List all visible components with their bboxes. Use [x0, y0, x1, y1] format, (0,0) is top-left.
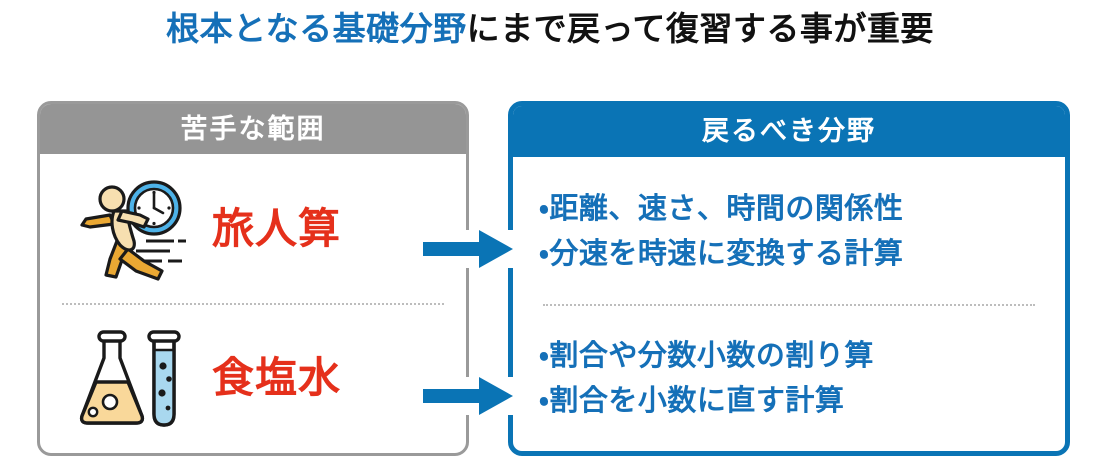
target-fields-header: 戻るべき分野: [513, 106, 1065, 157]
weak-areas-body: 旅人算: [40, 154, 466, 452]
arrow-saltwater-to-fields: [423, 375, 513, 417]
comparison-diagram: 苦手な範囲: [0, 101, 1100, 461]
fields-panel-divider: [543, 304, 1035, 306]
page-title-plain: にまで戻って復習する事が重要: [466, 9, 934, 48]
page-title: 根本となる基礎分野にまで戻って復習する事が重要: [0, 8, 1100, 49]
field-group-traveler: ・距離、速さ、時間の関係性 ・分速を時速に変換する計算: [513, 157, 1065, 304]
field-line-item: ・距離、速さ、時間の関係性: [539, 190, 904, 225]
target-fields-panel: 戻るべき分野 ・距離、速さ、時間の関係性 ・分速を時速に変換する計算 ・割合や分…: [508, 101, 1070, 456]
weak-areas-panel: 苦手な範囲: [37, 101, 469, 456]
weak-label-saltwater: 食塩水: [212, 352, 342, 402]
weak-row-traveler: 旅人算: [40, 154, 466, 303]
weak-panel-divider: [62, 303, 444, 305]
weak-areas-header-label: 苦手な範囲: [180, 113, 326, 145]
field-line-item: ・割合や分数小数の割り算: [539, 337, 874, 372]
field-line-item: ・割合を小数に直す計算: [539, 382, 845, 417]
target-fields-header-label: 戻るべき分野: [702, 116, 876, 147]
running-person-clock-icon: [70, 175, 190, 283]
target-fields-body: ・距離、速さ、時間の関係性 ・分速を時速に変換する計算 ・割合や分数小数の割り算…: [513, 157, 1065, 451]
weak-areas-header: 苦手な範囲: [40, 104, 466, 154]
field-group-saltwater: ・割合や分数小数の割り算 ・割合を小数に直す計算: [513, 304, 1065, 451]
arrow-traveler-to-fields: [423, 228, 513, 270]
flask-test-tube-icon: [70, 324, 190, 432]
field-line-item: ・分速を時速に変換する計算: [539, 235, 904, 270]
weak-row-saltwater: 食塩水: [40, 303, 466, 452]
page-title-accent: 根本となる基礎分野: [166, 9, 467, 48]
weak-label-traveler: 旅人算: [212, 203, 342, 253]
